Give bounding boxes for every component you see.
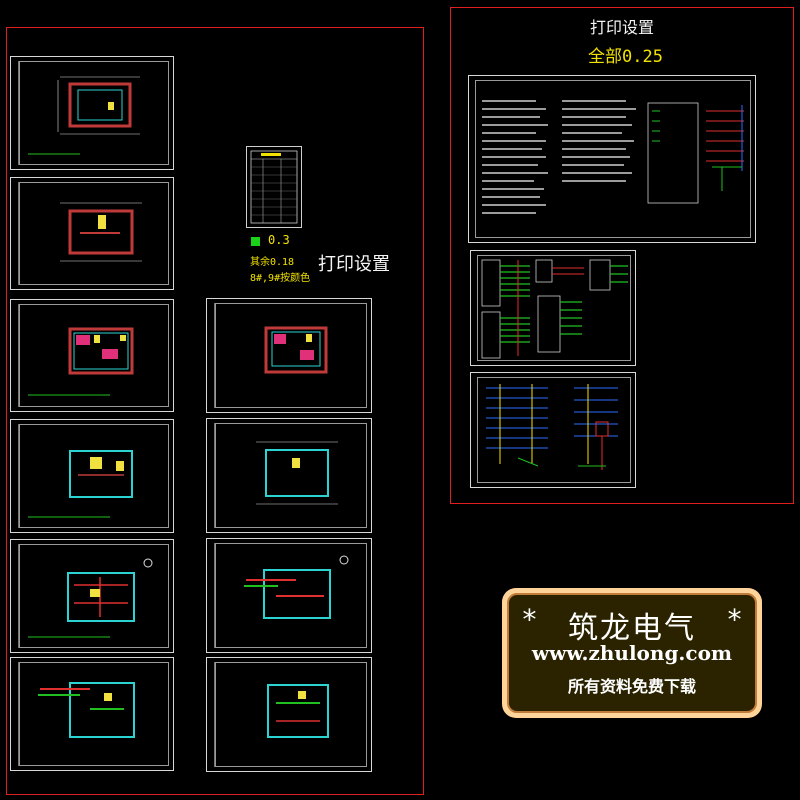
floor-plan-sheet-5[interactable] — [10, 539, 174, 653]
floor-plan-sheet-4[interactable] — [10, 419, 174, 533]
banner-inner: * * 筑龙电气 www.zhulong.com 所有资料免费下载 — [507, 593, 757, 713]
floor-plan-sheet-1[interactable] — [10, 56, 174, 170]
floor-plan-sheet-8[interactable] — [206, 418, 372, 533]
floor-plan-drawing — [28, 558, 153, 638]
banner-title: 筑龙电气 — [568, 611, 696, 646]
distribution-system-sheet[interactable] — [470, 250, 636, 366]
right-layout-frame — [450, 7, 794, 504]
design-notes-drawing — [482, 100, 744, 214]
floor-plan-drawing — [244, 555, 349, 619]
lineweight-value-1: 0.3 — [268, 233, 290, 247]
floor-plan-drawing — [60, 202, 142, 262]
floor-plan-drawing — [267, 684, 329, 738]
legend-table[interactable] — [246, 146, 302, 228]
right-print-settings-subtitle: 全部0.25 — [588, 47, 663, 67]
lineweight-value-3: 8#,9#按颜色 — [250, 273, 311, 284]
floor-plan-drawing — [256, 441, 338, 505]
design-notes-sheet[interactable] — [468, 75, 756, 243]
floor-plan-sheet-3[interactable] — [10, 299, 174, 412]
floor-plan-drawing — [28, 327, 134, 396]
riser-diagram-sheet[interactable] — [470, 372, 636, 488]
floor-plan-drawing — [28, 450, 133, 518]
riser-diagram-drawing — [486, 384, 618, 470]
distribution-system-drawing — [481, 259, 628, 359]
floor-plan-sheet-7[interactable] — [206, 298, 372, 413]
lineweight-value-2: 其余0.18 — [250, 257, 295, 268]
zhulong-banner[interactable]: * * 筑龙电气 www.zhulong.com 所有资料免费下载 — [502, 588, 762, 718]
floor-plan-drawing — [38, 682, 135, 738]
banner-subtitle: 所有资料免费下载 — [567, 677, 696, 696]
floor-plan-sheet-9[interactable] — [206, 538, 372, 653]
banner-url-link[interactable]: www.zhulong.com — [531, 641, 733, 665]
star-right-icon: * — [726, 603, 743, 636]
lineweight-swatch-icon — [251, 237, 260, 246]
floor-plan-drawing — [264, 326, 328, 374]
floor-plan-sheet-10[interactable] — [206, 657, 372, 772]
right-print-settings-title: 打印设置 — [590, 18, 655, 37]
star-left-icon: * — [521, 603, 538, 636]
left-print-settings-label: 打印设置 — [318, 254, 390, 275]
floor-plan-sheet-6[interactable] — [10, 657, 174, 771]
left-layout-frame — [6, 27, 424, 795]
floor-plan-drawing — [28, 76, 140, 155]
floor-plan-sheet-2[interactable] — [10, 177, 174, 290]
legend-table-drawing — [250, 150, 298, 224]
